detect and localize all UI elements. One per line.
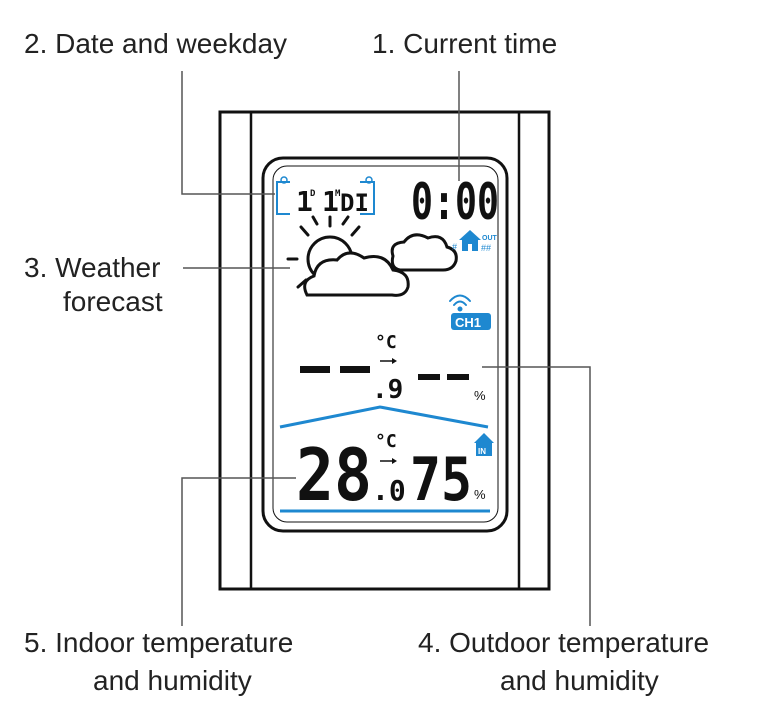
label-outdoor-line1: 4. Outdoor temperature bbox=[418, 627, 709, 658]
label-outdoor-line2: and humidity bbox=[500, 665, 659, 696]
label-current-time: 1. Current time bbox=[372, 28, 557, 59]
trend-arrow-icon bbox=[380, 358, 397, 364]
svg-text:#: # bbox=[452, 242, 457, 252]
leader-outdoor bbox=[482, 366, 591, 626]
leader-indoor bbox=[181, 477, 296, 626]
house-out-icon: OUT # ## bbox=[452, 230, 498, 253]
sun-cloud-icon bbox=[286, 215, 410, 297]
current-time: 0:00 bbox=[411, 173, 499, 231]
section-divider bbox=[279, 405, 489, 429]
cloud-icon bbox=[390, 233, 458, 272]
date-day: 1 bbox=[296, 185, 313, 218]
indoor-humidity-unit: % bbox=[474, 487, 486, 502]
weekday: DI bbox=[340, 189, 369, 217]
outdoor-temp-unit: °C bbox=[375, 332, 397, 353]
outdoor-temp-decimal: .9 bbox=[372, 375, 403, 405]
label-weather-line1: 3. Weather bbox=[24, 252, 160, 283]
date-month-marker: M bbox=[335, 189, 341, 199]
outdoor-humidity-unit: % bbox=[474, 388, 486, 403]
trend-arrow-icon bbox=[380, 458, 397, 464]
leader-lines bbox=[181, 71, 591, 626]
channel-badge: CH1 bbox=[451, 313, 491, 330]
date-weekday-display: 1 D 1 M DI bbox=[276, 176, 375, 218]
leader-date bbox=[181, 71, 275, 195]
outdoor-readings: °C .9 % bbox=[300, 332, 486, 405]
date-day-marker: D bbox=[310, 189, 316, 199]
channel-label: CH1 bbox=[455, 315, 481, 330]
signal-icon bbox=[449, 294, 471, 312]
date-month: 1 bbox=[322, 185, 339, 218]
label-date-weekday: 2. Date and weekday bbox=[24, 28, 287, 59]
indoor-temp: 28 bbox=[296, 433, 372, 517]
indoor-temp-unit: °C bbox=[375, 431, 397, 452]
indoor-temp-decimal: .0 bbox=[372, 474, 406, 507]
label-indoor-line2: and humidity bbox=[93, 665, 252, 696]
out-badge-label: OUT bbox=[482, 235, 498, 242]
label-indoor-line1: 5. Indoor temperature bbox=[24, 627, 293, 658]
svg-text:##: ## bbox=[481, 243, 491, 253]
in-badge-label: IN bbox=[478, 447, 486, 456]
indoor-humidity: 75 bbox=[410, 445, 472, 515]
indoor-readings: 28 °C .0 75 % bbox=[296, 431, 486, 517]
house-in-icon: IN bbox=[474, 433, 494, 456]
label-weather-line2: forecast bbox=[63, 286, 163, 317]
